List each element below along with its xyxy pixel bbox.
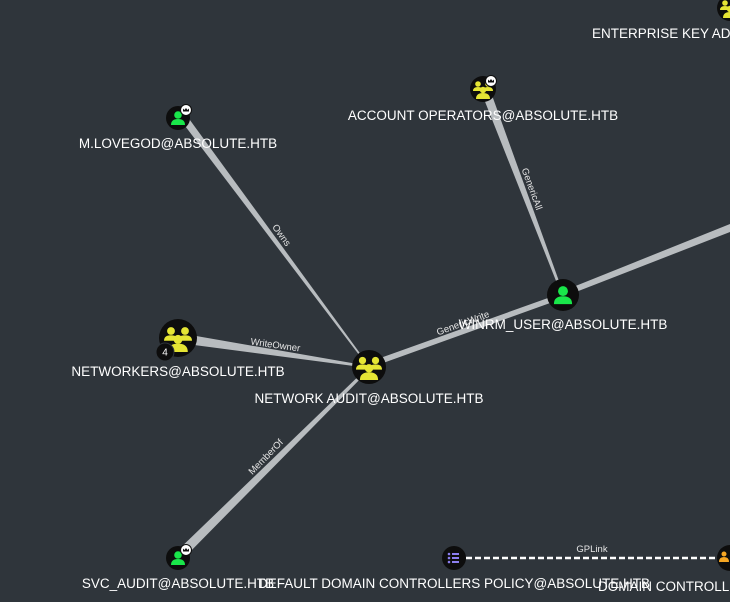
node-networkers[interactable]: 4 NETWORKERS@ABSOLUTE.HTB — [71, 319, 285, 379]
edge-memberof[interactable] — [174, 367, 370, 560]
ou-icon — [719, 551, 729, 562]
node-label: WINRM_USER@ABSOLUTE.HTB — [459, 317, 668, 332]
edge-label-gplink: GPLink — [576, 544, 607, 555]
edge-genericall[interactable] — [480, 87, 564, 296]
node-label: DOMAIN CONTROLLE — [598, 579, 730, 594]
list-icon — [447, 552, 459, 564]
node-default-dc-policy[interactable]: DEFAULT DOMAIN CONTROLLERS POLICY@ABSOLU… — [258, 546, 650, 591]
member-count: 4 — [162, 348, 168, 359]
node-label: NETWORK AUDIT@ABSOLUTE.HTB — [255, 391, 484, 406]
node-domain-controllers[interactable]: DOMAIN CONTROLLE — [598, 545, 730, 594]
node-label: DEFAULT DOMAIN CONTROLLERS POLICY@ABSOLU… — [258, 576, 650, 591]
node-label: ACCOUNT OPERATORS@ABSOLUTE.HTB — [348, 108, 618, 123]
node-account-operators[interactable]: ACCOUNT OPERATORS@ABSOLUTE.HTB — [348, 75, 618, 124]
node-label: ENTERPRISE KEY ADM — [592, 26, 730, 41]
crown-icon — [180, 104, 192, 116]
node-label: SVC_AUDIT@ABSOLUTE.HTB — [82, 576, 274, 591]
member-count-badge — [155, 342, 175, 362]
node-label: NETWORKERS@ABSOLUTE.HTB — [71, 364, 284, 379]
edge-winrm-out[interactable] — [563, 224, 730, 297]
crown-icon — [180, 544, 192, 556]
node-m-lovegod[interactable]: M.LOVEGOD@ABSOLUTE.HTB — [79, 104, 277, 152]
edge-writeowner[interactable] — [179, 333, 369, 368]
edge-genericwrite[interactable] — [369, 293, 564, 368]
node-svc-audit[interactable]: SVC_AUDIT@ABSOLUTE.HTB — [82, 544, 274, 592]
node-winrm-user[interactable]: WINRM_USER@ABSOLUTE.HTB — [459, 279, 668, 332]
crown-icon — [485, 75, 497, 87]
node-enterprise-key-admins[interactable]: ENTERPRISE KEY ADM — [592, 0, 730, 41]
edge-owns[interactable] — [179, 116, 370, 368]
node-network-audit[interactable]: NETWORK AUDIT@ABSOLUTE.HTB — [255, 350, 484, 406]
node-label: M.LOVEGOD@ABSOLUTE.HTB — [79, 136, 277, 151]
